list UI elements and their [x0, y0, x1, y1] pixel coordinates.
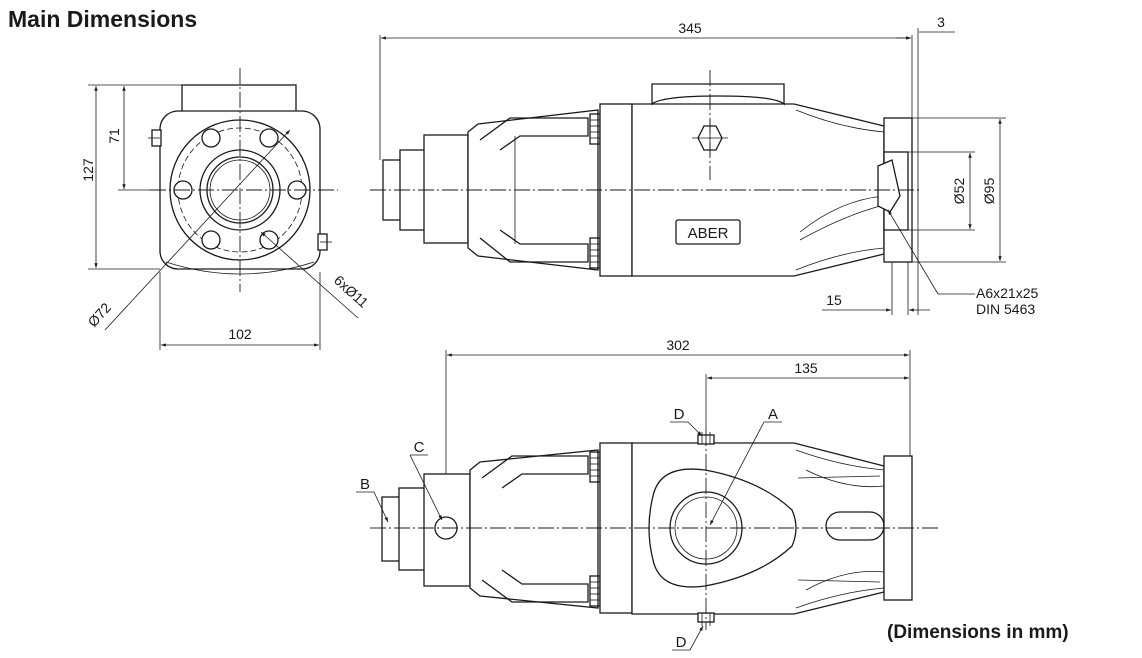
key-spec-line2: DIN 5463	[976, 301, 1035, 317]
top-view	[356, 350, 938, 651]
nameplate-label: ABER	[688, 225, 729, 242]
dim-shaft-len: 15	[826, 292, 842, 308]
port-a-label: A	[768, 406, 778, 423]
key-spec-line1: A6x21x25	[976, 285, 1038, 301]
page-title: Main Dimensions	[8, 6, 198, 32]
port-c-label: C	[414, 439, 425, 456]
dim-shaft-dia: Ø52	[951, 178, 967, 205]
dim-side-length: 345	[678, 20, 702, 36]
dim-height-total: 127	[80, 158, 96, 182]
dim-height-center: 71	[106, 128, 122, 144]
port-d-bottom-label: D	[676, 634, 687, 651]
dim-port-pos: 135	[794, 360, 818, 376]
dim-holes: 6xØ11	[331, 272, 372, 311]
dim-flange-dia: Ø95	[981, 178, 997, 205]
side-view	[370, 28, 1006, 315]
dim-width: 102	[228, 326, 252, 342]
port-b-label: B	[360, 476, 370, 493]
units-note: (Dimensions in mm)	[887, 622, 1069, 643]
front-view	[88, 68, 359, 350]
dim-top-length: 302	[666, 337, 690, 353]
port-d-top-label: D	[674, 406, 685, 423]
dim-flange-gap: 3	[937, 14, 945, 30]
